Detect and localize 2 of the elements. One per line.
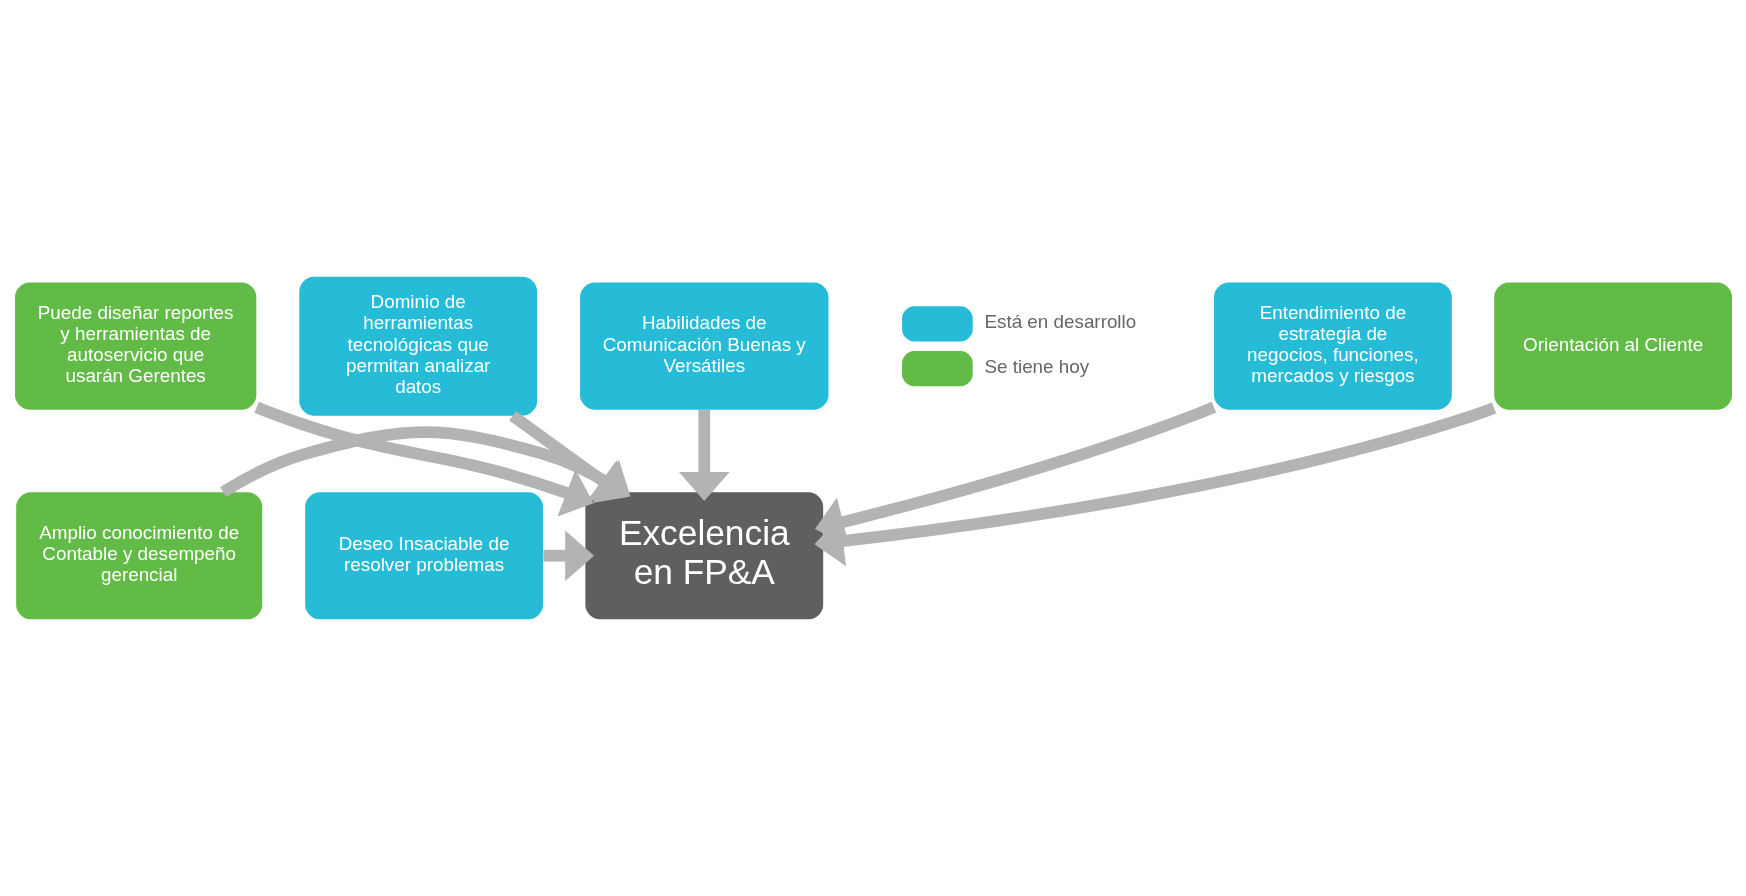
legend-label: Está en desarrollo: [983, 311, 1136, 333]
legend-label: Se tiene hoy: [983, 356, 1089, 378]
